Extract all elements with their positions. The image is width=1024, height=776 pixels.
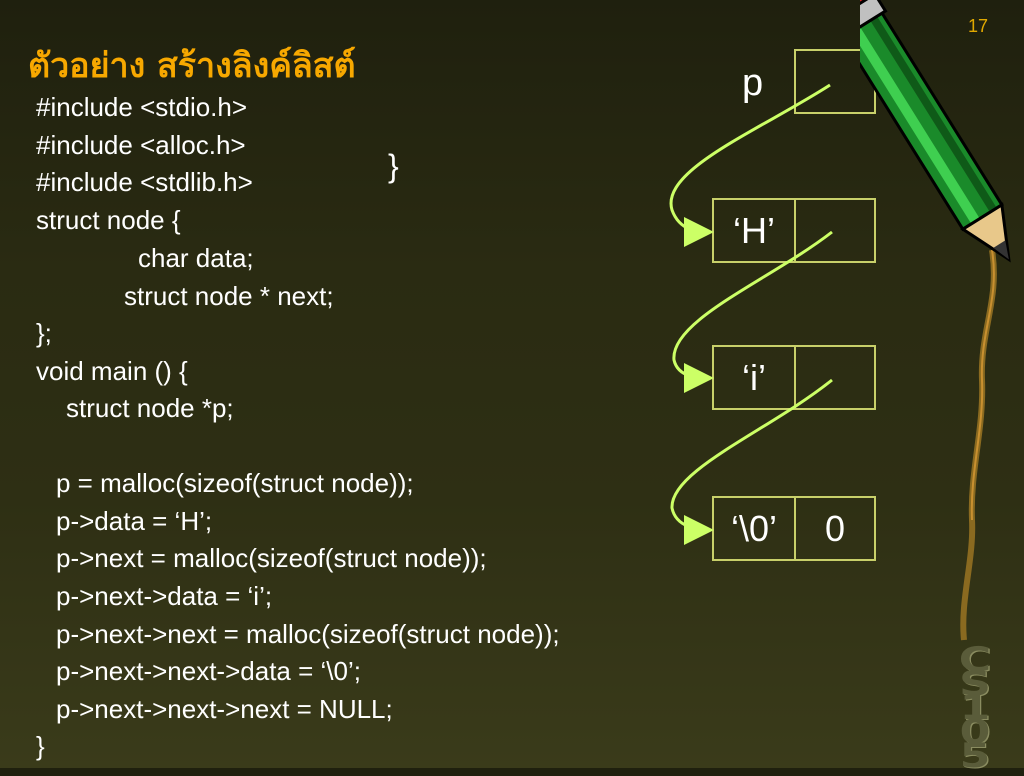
- code-line: #include <stdlib.h>: [36, 167, 253, 197]
- code-line: p = malloc(sizeof(struct node));: [56, 468, 414, 498]
- code-line: struct node * next;: [124, 281, 334, 311]
- slide-number: 17: [967, 16, 988, 36]
- logo-letter: 0: [959, 712, 991, 752]
- node-next-cell: 0: [794, 496, 876, 561]
- course-code-logo: C S 1 0 5: [949, 640, 1001, 776]
- node-next-cell: [794, 345, 876, 410]
- code-line: #include <alloc.h>: [36, 130, 246, 160]
- arrow-node1-to-node2: [672, 230, 833, 393]
- code-line: #include <stdio.h>: [36, 92, 248, 122]
- code-line: struct node {: [36, 205, 181, 235]
- node-next-cell: [794, 198, 876, 263]
- code-line: struct node *p;: [66, 393, 234, 423]
- code-line: p->next->next = malloc(sizeof(struct nod…: [56, 619, 560, 649]
- logo-letter: C: [958, 640, 992, 680]
- code-line: char data;: [138, 243, 254, 273]
- arrow-p-to-node1: [669, 83, 831, 247]
- slide-title: ตัวอย่าง สร้างลิงค์ลิสต์: [28, 46, 356, 86]
- stray-brace: }: [388, 148, 399, 184]
- logo-letter: 1: [959, 688, 991, 728]
- code-line: };: [36, 318, 52, 348]
- code-line: p->data = ‘H’;: [56, 506, 213, 536]
- code-line: p->next = malloc(sizeof(struct node));: [56, 543, 487, 573]
- logo-letter: 5: [959, 736, 991, 776]
- logo-letter: S: [959, 664, 991, 704]
- code-line: p->next->data = ‘i’;: [56, 581, 273, 611]
- code-line: void main () {: [36, 356, 188, 386]
- code-line: p->next->next->next = NULL;: [56, 694, 393, 724]
- code-line: }: [36, 731, 45, 761]
- pointer-label: p: [742, 62, 764, 104]
- pencil-icon: [860, 0, 1011, 641]
- arrow-node2-to-node3: [670, 378, 833, 545]
- code-line: p->next->next->data = ‘\0’;: [56, 656, 361, 686]
